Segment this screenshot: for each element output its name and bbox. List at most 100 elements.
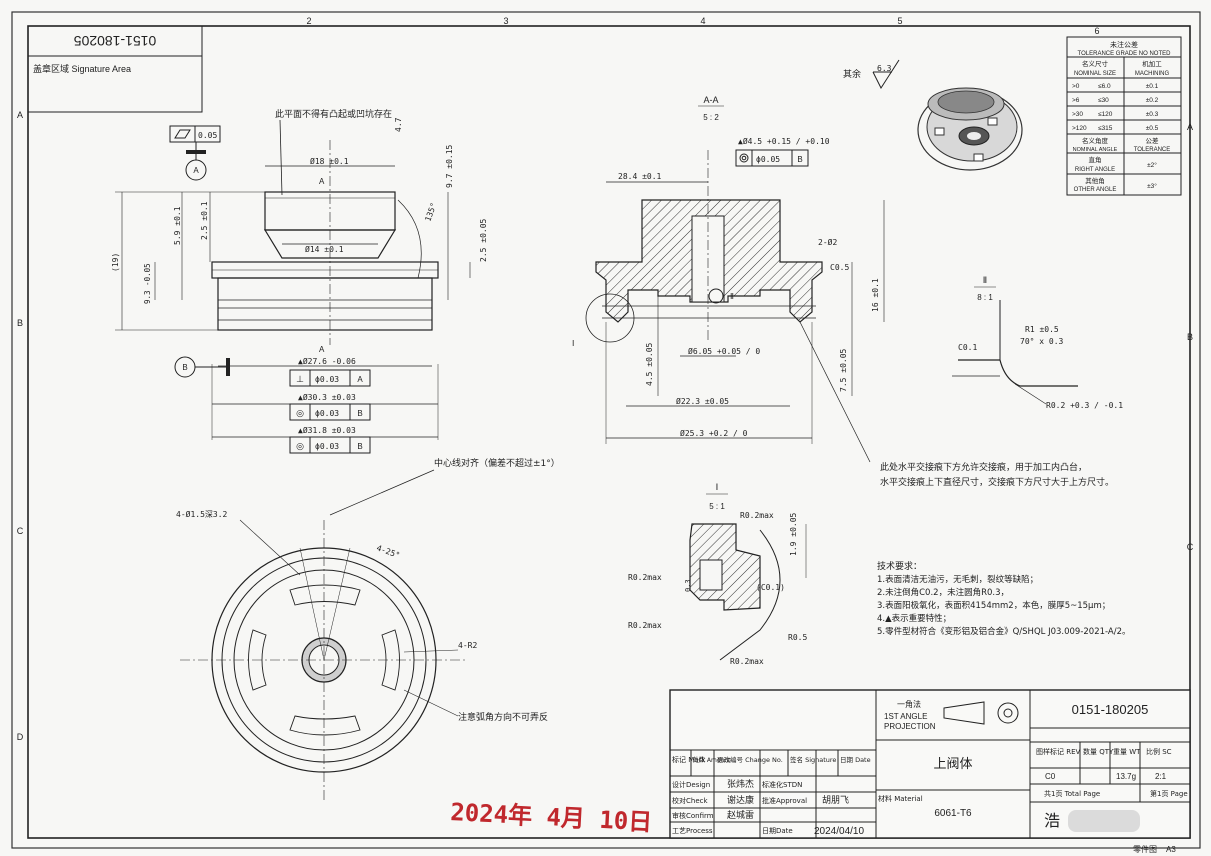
bottom-note: 注意弧角方向不可弄反 [458,711,548,723]
tb-sc-hdr: 比例 SC [1146,747,1172,756]
tech-line: 5.零件型材符合《变形铝及铝合金》Q/SHQL J03.009-2021-A/2… [877,626,1131,637]
drawing-number-rotated: 0151-180205 [74,33,157,49]
zone-row-label: C [17,526,24,536]
section-marker: A [319,345,325,354]
dim-label: 5.9 ±0.1 [173,206,182,245]
fcf-datum: A [357,375,363,384]
tol-cell: ≤6.0 [1098,83,1111,90]
zone-col-label: 5 [897,16,902,26]
tol-cell: ≤315 [1098,125,1113,132]
tb-projection-en1: 1ST ANGLE [884,712,927,721]
tb-hdr-amount: 处数 Amount [693,756,731,764]
tb-sc: 2:1 [1155,772,1167,781]
detail2-dim: R1 ±0.5 [1025,325,1059,334]
tb-company: 浩 [1044,811,1060,830]
red-date-stamp: 2024年 4月 10日 [450,798,653,837]
tol-angtol-cn: 公差 [1146,136,1160,145]
tb-drawing-no: 0151-180205 [1072,702,1149,717]
zone-row-label: D [17,732,24,742]
tech-line: 4.▲表示重要特性； [877,613,951,624]
tol-col2-en: MACHINING [1135,71,1170,77]
tech-line: 3.表面阳极氧化，表面积4154mm2，本色，膜厚5~15μm； [877,600,1110,611]
datum-b: B [182,363,187,372]
tol-cell: ±0.2 [1146,97,1159,104]
zone-col-label: 3 [503,16,508,26]
detail1-dim: R0.5 [788,633,807,642]
section-note-1: 此处水平交接痕下方允许交接痕，用于加工内凸台， [880,461,1087,473]
zone-col-label: 2 [306,16,311,26]
dim-label: C0.5 [830,263,849,272]
fcf-tol: ϕ0.03 [315,409,339,418]
fcf-symbol: ◎ [296,409,304,419]
fcf-symbol: ◎ [296,442,304,452]
fcf-datum: B [357,409,362,418]
fcf-datum: B [357,442,362,451]
detail1-dim: 1.9 ±0.05 [789,512,798,556]
signature-area: 0151-180205 盖章区域 Signature Area [27,25,203,113]
outer-frame [11,11,1201,849]
tb-material-label: 材料 Material [878,794,923,803]
dim-label: 4.7 [394,117,403,132]
dim-label: 7.5 ±0.05 [839,348,848,392]
section-label: A-A [703,95,718,105]
signature-area-label: 盖章区域 Signature Area [33,63,131,74]
tb-confirm-label: 审核Confirm [672,811,714,820]
tol-cell: ≤30 [1098,97,1109,104]
dim-label: ▲Ø4.5 +0.15 / +0.10 [738,136,830,146]
fcf-dim: ▲Ø31.8 ±0.03 [298,425,356,435]
tol-right-cn: 直角 [1089,155,1102,164]
tb-wt-hdr: 重量 WT [1113,748,1141,756]
detail2-dim: R0.2 +0.3 / -0.1 [1046,401,1123,410]
tb-confirm-name: 赵城雷 [727,809,754,821]
tol-right-en: RIGHT ANGLE [1075,167,1115,173]
fcf-tol: ϕ0.03 [315,442,339,451]
dim-label: 9.7 ±0.15 [445,144,454,188]
section-note-2: 水平交接痕上下直径尺寸，交接痕下方尺寸大于上方尺寸。 [880,476,1114,488]
fcf-tol: ϕ0.03 [315,375,339,384]
tol-col1-en: NOMINAL SIZE [1074,71,1116,77]
detail2-dim: 70° x 0.3 [1020,337,1064,346]
detail-view-2: Ⅱ 8 : 1 R1 ±0.5 70° x 0.3 C0.1 R0.2 +0.3… [952,275,1123,410]
fcf-datum: B [797,155,802,164]
tech-title: 技术要求： [877,560,922,572]
tol-right-val: ±2° [1147,161,1157,169]
tol-other-en: OTHER ANGLE [1074,187,1117,193]
dim-label: (19) [111,253,120,272]
tb-hdr-sign: 签名 Signature [790,755,836,764]
bottom-angle: 4-25° [375,543,401,560]
detail2-dim: C0.1 [958,343,977,352]
tb-process-label: 工艺Process [672,827,713,835]
zone-col-label: 4 [700,16,705,26]
tol-other-val: ±3° [1147,182,1157,190]
tb-projection-en2: PROJECTION [884,722,936,731]
tb-projection-cn: 一角法 [897,699,921,709]
tb-sheet: A3 [1166,845,1176,854]
tb-date: 2024/04/10 [814,826,864,837]
dim-label: 4.5 ±0.05 [645,342,654,386]
dim-label: 9.3 -0.05 [143,263,152,304]
detail1-dim: R0.2max [730,657,764,666]
center-note: 中心线对齐（偏差不超过±1°） [434,457,560,469]
tol-cell: ±0.5 [1146,125,1159,132]
dim-label: Ø22.3 ±0.05 [676,396,729,406]
tb-approval-name: 胡朋飞 [822,794,849,806]
dim-label: Ø25.3 +0.2 / 0 [680,428,748,438]
fcf-dim: ▲Ø30.3 ±0.03 [298,392,356,402]
dim-label: 2.5 ±0.05 [479,218,488,262]
zone-row-label: C [1187,542,1194,552]
tol-cell: >0 [1072,83,1080,90]
tb-check-name: 谢达康 [727,794,754,806]
dim-label: Ø6.05 +0.05 / 0 [688,346,760,356]
inner-frame [27,25,1191,839]
tol-angtol-en: TOLERANCE [1134,147,1171,153]
dim-label: 2.5 ±0.1 [200,201,209,240]
tb-design-label: 设计Design [672,780,710,789]
detail-marker: Ⅰ [572,339,574,348]
bottom-radius: 4-R2 [458,641,477,650]
zone-row-label: A [17,110,23,120]
tol-col1-cn: 名义尺寸 [1082,59,1109,68]
datum-a: A [193,166,199,175]
tb-total-pages: 共1页 Total Page [1044,789,1100,798]
detail-view-1: Ⅰ 5 : 1 R0.2max R0.2max R0.2max R0.2max … [628,482,807,666]
